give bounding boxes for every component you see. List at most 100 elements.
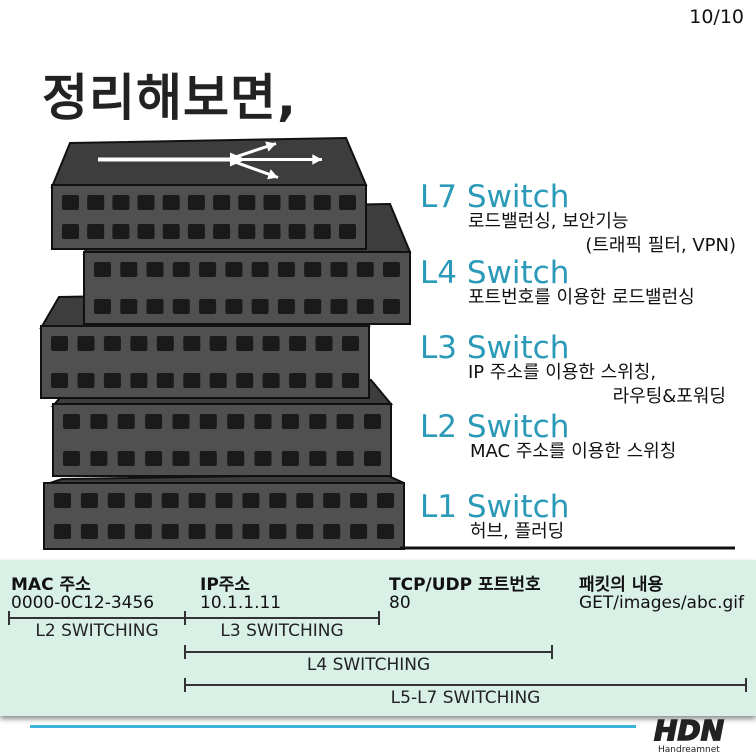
range-tick-l3-end xyxy=(378,611,380,625)
switch-port xyxy=(183,373,201,388)
field-header-payload: 패킷의 내용 xyxy=(579,575,664,595)
layer-desc-l3-1: IP 주소를 이용한 스위칭, xyxy=(468,362,657,383)
layer-desc-l1-1: 허브, 플러딩 xyxy=(470,521,565,542)
range-label-l3: L3 SWITCHING xyxy=(220,621,344,641)
switch-port xyxy=(80,493,98,508)
switch-port xyxy=(146,262,164,277)
switch-port xyxy=(112,195,130,210)
switch-port xyxy=(304,262,322,277)
switch-port xyxy=(315,373,333,388)
switch-port xyxy=(330,299,348,314)
switch-port xyxy=(145,414,163,429)
range-label-l2: L2 SWITCHING xyxy=(35,621,159,641)
switch-port xyxy=(254,414,272,429)
switch-port xyxy=(350,524,368,539)
switch-port xyxy=(263,195,281,210)
switch-port xyxy=(242,524,260,539)
switch-port xyxy=(213,224,231,239)
switch-port xyxy=(188,493,206,508)
switch-port xyxy=(269,493,287,508)
switch-body-l4 xyxy=(83,251,411,325)
range-label-l5-l7: L5-L7 SWITCHING xyxy=(390,688,541,708)
switch-port xyxy=(51,336,68,351)
switch-port xyxy=(187,224,205,239)
switch-port xyxy=(188,524,206,539)
switch-port xyxy=(281,451,299,466)
switch-port xyxy=(161,524,179,539)
switch-port xyxy=(296,493,314,508)
range-line-l5-l7 xyxy=(185,684,746,686)
switch-port xyxy=(215,524,233,539)
switch-port xyxy=(120,262,138,277)
field-header-mac: MAC 주소 xyxy=(11,575,91,595)
switch-port xyxy=(323,493,341,508)
switch-port xyxy=(364,414,381,429)
layer-desc-l4-1: 포트번호를 이용한 로드밸런싱 xyxy=(468,287,695,308)
switch-port xyxy=(117,451,135,466)
switch-port xyxy=(134,524,152,539)
switch-port xyxy=(80,524,98,539)
packet-structure-panel xyxy=(0,560,756,716)
switch-port xyxy=(103,373,121,388)
switch-port xyxy=(269,524,287,539)
page-title: 정리해보면, xyxy=(42,69,297,127)
switch-port xyxy=(383,299,400,314)
switch-port xyxy=(199,451,217,466)
switch-port xyxy=(172,414,190,429)
switch-body-l1 xyxy=(43,482,405,550)
switch-port xyxy=(236,336,254,351)
switch-port xyxy=(356,262,374,277)
switch-port xyxy=(377,524,394,539)
switch-port xyxy=(288,195,306,210)
switch-port xyxy=(330,262,348,277)
switch-port xyxy=(162,195,180,210)
field-header-ip: IP주소 xyxy=(200,575,251,595)
switch-port xyxy=(103,336,121,351)
switch-port xyxy=(254,451,272,466)
switch-port xyxy=(238,195,256,210)
logo-sub: Handreamnet xyxy=(658,745,720,754)
switch-port xyxy=(112,224,130,239)
switch-port xyxy=(227,451,245,466)
fan-arrow-head xyxy=(267,169,278,180)
switch-port xyxy=(172,299,190,314)
layer-desc-l2-1: MAC 주소를 이용한 스위칭 xyxy=(470,441,677,462)
switch-port xyxy=(289,336,307,351)
switch-port xyxy=(134,493,152,508)
layer-name-l3: L3 Switch xyxy=(420,330,570,366)
switch-port xyxy=(146,299,164,314)
switch-port xyxy=(54,524,71,539)
switch-port xyxy=(251,299,269,314)
layer-desc-l3-2: 라우팅&포워딩 xyxy=(612,386,726,407)
switch-port xyxy=(251,262,269,277)
switch-port xyxy=(225,299,243,314)
switch-port xyxy=(225,262,243,277)
switch-port xyxy=(342,373,359,388)
switch-port xyxy=(262,373,280,388)
range-tick-l3-start xyxy=(184,611,186,625)
switch-port xyxy=(236,373,254,388)
switch-port xyxy=(107,493,125,508)
layer-name-l1: L1 Switch xyxy=(420,489,570,525)
layer-name-l2: L2 Switch xyxy=(420,409,570,445)
switch-port xyxy=(227,414,245,429)
range-tick-l2-start xyxy=(8,611,10,625)
switch-top-l7 xyxy=(50,136,368,189)
footer-accent-line xyxy=(30,725,636,728)
fan-arrow-head xyxy=(312,154,322,165)
switch-stack-illustration xyxy=(39,136,735,550)
switch-port xyxy=(183,336,201,351)
switch-port xyxy=(304,299,322,314)
switch-port xyxy=(323,524,341,539)
switch-port xyxy=(215,493,233,508)
switch-port xyxy=(107,524,125,539)
field-value-mac: 0000-0C12-3456 xyxy=(11,593,155,613)
switch-port xyxy=(336,451,354,466)
field-header-port: TCP/UDP 포트번호 xyxy=(389,575,541,595)
range-tick-l4-end xyxy=(551,645,553,659)
switch-port xyxy=(315,336,333,351)
field-value-ip: 10.1.1.11 xyxy=(200,593,282,613)
page-number: 10/10 xyxy=(689,6,744,28)
switch-port xyxy=(156,336,174,351)
switch-port xyxy=(54,493,71,508)
